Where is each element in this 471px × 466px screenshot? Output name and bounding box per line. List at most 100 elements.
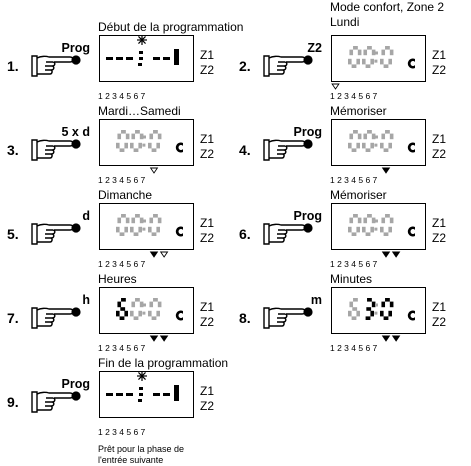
- lcd-segment: [121, 130, 126, 134]
- step-label: Mode confort, Zone 2 Lundi: [330, 0, 445, 29]
- lcd-segment: [349, 133, 354, 140]
- lcd-segment: [139, 133, 144, 140]
- comfort-mode-icon: [175, 310, 183, 321]
- button-dot: [71, 391, 81, 401]
- pointing-hand-icon: [31, 391, 74, 413]
- zone-label: Z2: [200, 315, 215, 329]
- lcd-segment: [348, 58, 352, 65]
- zone-label: Z2: [432, 63, 447, 77]
- lcd-segment: [139, 301, 144, 308]
- lcd-segment: [389, 133, 394, 140]
- button-dot: [71, 307, 81, 317]
- lcd-segment: [125, 217, 130, 224]
- lcd-segment: [362, 58, 366, 65]
- lcd-segment: [363, 49, 368, 56]
- step-label: Mémoriser: [330, 104, 387, 118]
- lcd-segment: [157, 301, 162, 308]
- lcd-segment: [151, 148, 157, 152]
- lcd-segment: [356, 142, 360, 149]
- lcd-segment: [367, 46, 372, 50]
- lcd-segment: [380, 226, 384, 233]
- lcd-segment: [156, 310, 160, 317]
- lcd-segment: [362, 226, 366, 233]
- zone-label: Z1: [200, 216, 215, 230]
- lcd-segment: [348, 310, 352, 317]
- key-label: Z2: [307, 41, 322, 55]
- zone-label: Z1: [200, 300, 215, 314]
- comfort-mode-icon: [407, 226, 415, 237]
- lcd-segment: [388, 226, 392, 233]
- key-label: 5 x d: [61, 125, 91, 139]
- lcd-segment: [385, 46, 390, 50]
- lcd-segment: [131, 133, 136, 140]
- weekday-numbers: 1 2 3 4 5 6 7: [98, 427, 146, 437]
- lcd-segment: [138, 226, 142, 233]
- lcd-segment: [131, 217, 136, 224]
- button-dot: [303, 55, 313, 65]
- lcd-colon-dot: [374, 59, 378, 63]
- lcd-digit: [348, 130, 362, 152]
- lcd-segment: [380, 142, 384, 149]
- zone-label: Z2: [200, 147, 215, 161]
- button-dot: [303, 139, 313, 149]
- key-label: Prog: [61, 377, 90, 391]
- zone-label: Z1: [432, 216, 447, 230]
- lcd-segment: [381, 301, 386, 308]
- lcd-colon-dot: [375, 51, 378, 55]
- lcd-colon-dot: [143, 135, 146, 139]
- lcd-colon-dot: [375, 219, 378, 223]
- lcd-segment: [130, 226, 134, 233]
- zone-label: Z1: [200, 384, 215, 398]
- step-number: 5.: [7, 226, 19, 242]
- lcd-digit: [148, 298, 162, 320]
- lcd-segment: [116, 310, 120, 317]
- weekday-numbers: 1 2 3 4 5 6 7: [330, 175, 378, 185]
- lcd-segment: [153, 298, 158, 302]
- weekday-numbers: 1 2 3 4 5 6 7: [98, 343, 146, 353]
- lcd-segment: [348, 142, 352, 149]
- lcd-segment: [133, 148, 139, 152]
- footnote: Prêt pour la phase de l'entrée suivante: [98, 444, 185, 465]
- lcd-segment: [383, 148, 389, 152]
- lcd-segment: [380, 58, 384, 65]
- button-dot: [303, 307, 313, 317]
- lcd-segment: [351, 148, 357, 152]
- sun-icon: [137, 371, 147, 381]
- key-label: m: [310, 293, 322, 307]
- lcd-digit: [148, 130, 162, 152]
- zone-label: Z1: [432, 300, 447, 314]
- lcd-segment: [370, 226, 374, 233]
- lcd-segment: [363, 133, 368, 140]
- weekday-numbers: 1 2 3 4 5 6 7: [330, 259, 378, 269]
- lcd-colon-dot: [143, 303, 146, 307]
- lcd-segment: [389, 301, 394, 308]
- lcd-segment: [353, 214, 358, 218]
- day-marker-filled: [381, 251, 391, 258]
- weekday-numbers: 1 2 3 4 5 6 7: [330, 343, 378, 353]
- lcd-digit: [348, 46, 362, 68]
- lcd-segment: [366, 307, 372, 311]
- lcd-segment: [370, 310, 374, 317]
- lcd-segment: [119, 232, 125, 236]
- lcd-segment: [357, 49, 362, 56]
- day-marker-filled: [149, 335, 159, 342]
- zone-label: Z2: [200, 231, 215, 245]
- lcd-display: [331, 119, 426, 166]
- lcd-display: [99, 119, 194, 166]
- step-number: 9.: [7, 394, 19, 410]
- lcd-segment: [153, 214, 158, 218]
- lcd-digit: [380, 130, 394, 152]
- lcd-segment: [151, 316, 157, 320]
- lcd-segment: [120, 307, 126, 311]
- button-dot: [71, 55, 81, 65]
- lcd-segment: [157, 133, 162, 140]
- lcd-segment: [365, 64, 371, 68]
- lcd-segment: [119, 148, 125, 152]
- zone-label: Z2: [432, 147, 447, 161]
